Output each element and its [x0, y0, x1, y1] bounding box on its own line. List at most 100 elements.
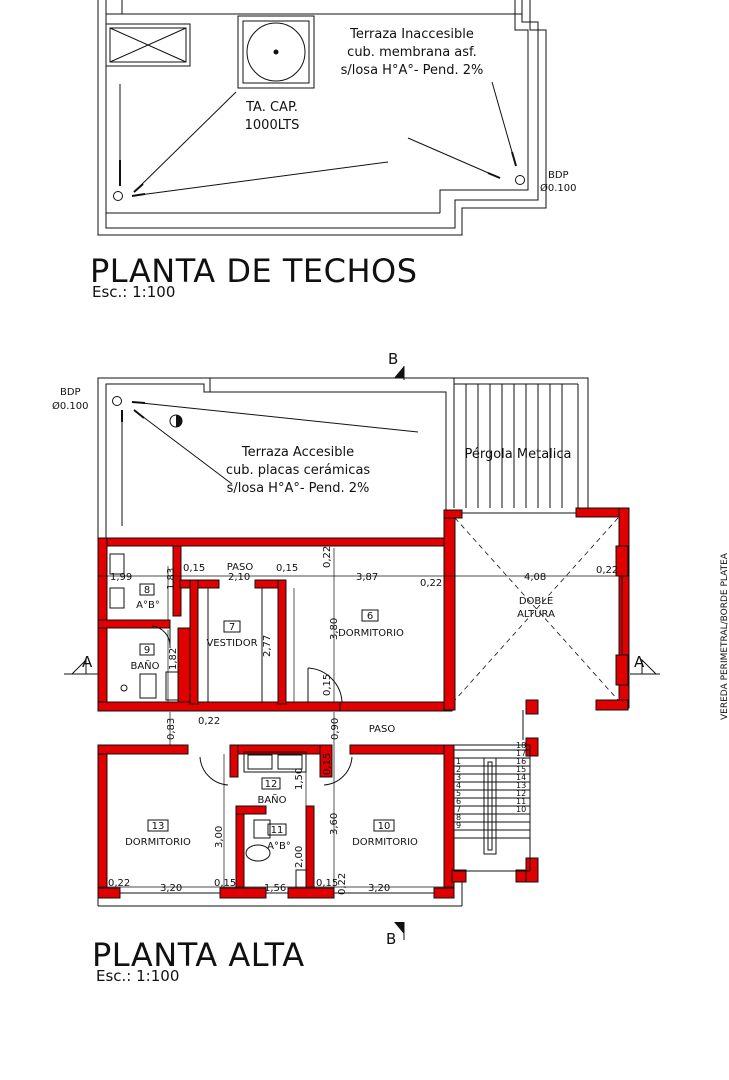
- roof-plan-title: PLANTA DE TECHOS: [90, 252, 418, 290]
- dim-4-08: 4,08: [524, 572, 546, 583]
- room-9-name: BAÑO: [130, 659, 159, 672]
- upper-plan-title: PLANTA ALTA: [92, 936, 305, 974]
- dim-1-56: 1,56: [264, 883, 286, 894]
- stair-step-17: 17: [516, 749, 526, 758]
- roof-bdp-label: BDP: [548, 170, 569, 181]
- dim-0-83: 0,83: [166, 718, 177, 740]
- stair-step-18: 18: [516, 741, 526, 750]
- paso-label-upper: PASO: [227, 562, 254, 573]
- stair-numbers-right: 18 17 16 15 14 13 12 11 10: [516, 741, 526, 814]
- roof-vent-inner: [109, 27, 187, 63]
- roof-inner-step-2: [439, 0, 529, 213]
- roof-bdp-size: Ø0.100: [540, 182, 577, 194]
- upper-plan: Pérgola Metalica BDP Ø0.100 Terraza Acce…: [52, 350, 729, 985]
- room-13-name: DORMITORIO: [125, 837, 191, 848]
- tank-label-line1: TA. CAP.: [245, 100, 298, 115]
- terrace-bdp-label: BDP: [60, 387, 81, 398]
- dim-0-15-f: 0,15: [316, 878, 338, 889]
- dim-3-60: 3,60: [329, 813, 340, 835]
- walls: [97, 507, 630, 899]
- terrace-drain: [112, 396, 122, 406]
- dim-0-90: 0,90: [330, 718, 341, 740]
- water-tank-outer: [237, 15, 315, 89]
- room-12-num: 11: [271, 825, 284, 836]
- tank-label-line2: 1000LTS: [245, 118, 300, 133]
- room-7-num: 7: [229, 622, 235, 633]
- dim-3-87: 3,87: [356, 572, 378, 583]
- stair-step-9: 9: [456, 821, 461, 830]
- paso-label-lower: PASO: [369, 724, 396, 735]
- dim-0-15-a: 0,15: [183, 563, 205, 574]
- room-6-name: DORMITORIO: [338, 628, 404, 639]
- side-perimeter-note: VEREDA PERIMETRAL/BORDE PLATEA: [720, 552, 729, 720]
- room-7-name: VESTIDOR: [206, 638, 257, 649]
- room-12-name: A°B°: [267, 841, 291, 852]
- stair-numbers-left: 1 2 3 4 5 6 7 8 9: [456, 757, 461, 830]
- roof-drain-left: [113, 191, 123, 201]
- room-labels: 8 A°B° 9 BAÑO 7 VESTIDOR 6 DORMITORIO 12…: [125, 562, 418, 852]
- dimension-texts-vertical: 0,22 1,83 1,82 2,77 3,80 0,15 0,83 0,90 …: [166, 546, 348, 895]
- room-10-name: DORMITORIO: [352, 837, 418, 848]
- dimension-lines: [98, 548, 628, 895]
- stair-step-8: 8: [456, 813, 461, 822]
- dim-0-22-f: 0,22: [337, 873, 348, 895]
- terrace-parapet-outer: [210, 377, 589, 508]
- stair-step-2: 2: [456, 765, 461, 774]
- roof-terrace-note-3: s/losa H°A°- Pend. 2%: [341, 63, 484, 78]
- water-tank-inner: [242, 20, 310, 84]
- dimension-texts: 1,99 0,15 2,10 0,15 3,87 0,22 4,08 0,22 …: [108, 563, 618, 894]
- room-13-num: 13: [152, 821, 165, 832]
- roof-drain-right: [515, 175, 525, 185]
- stair-step-5: 5: [456, 789, 461, 798]
- section-markers: [64, 366, 660, 940]
- terrace-outline: [97, 377, 211, 540]
- fixtures: [109, 553, 307, 889]
- water-tank-circle: [246, 22, 306, 82]
- stair-step-1: 1: [456, 757, 461, 766]
- section-b-top: B: [388, 350, 398, 368]
- section-b-bottom: B: [386, 930, 396, 948]
- roof-outline-outer: [97, 0, 547, 236]
- upper-plan-scale: Esc.: 1:100: [96, 967, 179, 985]
- dim-0-22-b: 0,22: [420, 578, 442, 589]
- terrace-note-1: Terraza Accesible: [241, 445, 354, 460]
- stair-step-16: 16: [516, 757, 526, 766]
- terrace-bdp-size: Ø0.100: [52, 400, 89, 412]
- dim-3-80: 3,80: [329, 618, 340, 640]
- room-8-num: 8: [144, 585, 150, 596]
- stair-step-12: 12: [516, 789, 526, 798]
- roof-terrace-note-1: Terraza Inaccesible: [349, 27, 474, 42]
- dim-0-15-d: 0,15: [322, 753, 333, 775]
- room-11-num: 12: [265, 779, 278, 790]
- room-6-num: 6: [367, 611, 373, 622]
- stair-step-15: 15: [516, 765, 526, 774]
- stairs: [453, 744, 531, 872]
- roof-terrace-note-2: cub. membrana asf.: [347, 45, 477, 60]
- room-8-name: A°B°: [136, 600, 160, 611]
- roof-outline-inner: [105, 0, 539, 229]
- terrace-note-2: cub. placas cerámicas: [226, 463, 371, 478]
- terrace-note-3: s/losa H°A°- Pend. 2%: [227, 481, 370, 496]
- dim-3-00: 3,00: [214, 826, 225, 848]
- double-height-void: [454, 517, 619, 701]
- stair-step-11: 11: [516, 797, 526, 806]
- terrace-parapet: [204, 391, 447, 518]
- dim-0-22-d: 0,22: [198, 716, 220, 727]
- pergola-label: Pérgola Metalica: [464, 447, 571, 462]
- dim-0-22-a: 0,22: [322, 546, 333, 568]
- stair-step-13: 13: [516, 781, 526, 790]
- stair-step-4: 4: [456, 781, 461, 790]
- dim-1-83: 1,83: [166, 568, 177, 590]
- stair-step-14: 14: [516, 773, 526, 782]
- dim-1-82: 1,82: [168, 648, 179, 670]
- pergola-slats: [454, 383, 578, 508]
- double-height-label-1: DOBLE: [519, 596, 553, 607]
- dim-2-00: 2,00: [294, 846, 305, 868]
- closet-shelves: [207, 588, 263, 702]
- dim-3-20-b: 3,20: [368, 883, 390, 894]
- stair-step-6: 6: [456, 797, 461, 806]
- dim-0-22-c: 0,22: [596, 565, 618, 576]
- dim-0-15-e: 0,15: [214, 878, 236, 889]
- dim-1-50: 1,50: [294, 768, 305, 790]
